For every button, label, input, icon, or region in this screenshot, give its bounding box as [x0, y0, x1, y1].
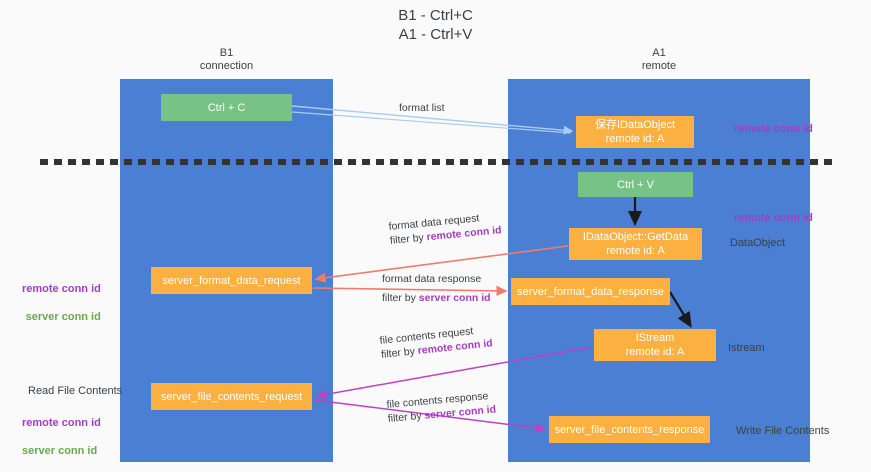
node-server-format-data-request[interactable]: server_format_data_request [151, 267, 312, 294]
node-istream[interactable]: IStream remote id: A [594, 329, 716, 361]
annotation-istream: Istream [728, 342, 765, 354]
edge-label-file-contents-request: file contents request filter by remote c… [379, 322, 493, 362]
filter-prefix: filter by [382, 292, 419, 304]
annotation-left-conn-ids-bottom: remote conn id server conn id [22, 402, 101, 472]
filter-prefix: filter by [389, 231, 428, 247]
annotation-server-conn-id: server conn id [25, 311, 101, 323]
annotation-remote-conn-id: remote conn id [22, 283, 101, 295]
annotation-remote-conn-id: remote conn id [22, 417, 101, 429]
edge-label-format-data-response: format data response filter by server co… [382, 272, 491, 305]
phase-divider [40, 159, 836, 165]
lane-header-a1: A1 remote [641, 47, 677, 72]
page-title: B1 - Ctrl+C A1 - Ctrl+V [398, 7, 473, 43]
annotation-remote-conn-id-top: remote conn id [734, 123, 813, 135]
annotation-read-file-contents: Read File Contents [28, 385, 123, 397]
node-ctrl-c[interactable]: Ctrl + C [161, 94, 292, 121]
filter-key: server conn id [418, 292, 491, 304]
node-server-file-contents-request[interactable]: server_file_contents_request [151, 383, 312, 410]
edge-label-line1: format data response [382, 273, 482, 285]
annotation-remote-conn-id-mid: remote conn id [734, 212, 813, 224]
filter-prefix: filter by [380, 345, 419, 361]
node-idataobject-getdata[interactable]: IDataObject::GetData remote id: A [569, 228, 702, 260]
annotation-write-file-contents: Write File Contents [736, 425, 830, 437]
filter-prefix: filter by [387, 409, 425, 425]
edge-label-file-contents-response: file contents response filter by server … [386, 389, 497, 426]
annotation-left-conn-ids-mid: remote conn id server conn id [22, 268, 101, 338]
node-ctrl-v[interactable]: Ctrl + V [578, 172, 693, 197]
annotation-dataobject: DataObject [730, 237, 786, 249]
lane-header-b1: B1 connection [199, 47, 254, 72]
annotation-server-conn-id: server conn id [22, 445, 98, 457]
node-server-file-contents-response[interactable]: server_file_contents_response [549, 416, 710, 443]
node-server-format-data-response[interactable]: server_format_data_response [511, 278, 670, 305]
edge-label-line2: filter by server conn id [382, 291, 491, 305]
edge-label-format-data-request: format data request filter by remote con… [388, 209, 502, 248]
node-save-idataobject[interactable]: 保存IDataObject remote id: A [576, 116, 694, 148]
edge-label-format-list: format list [399, 102, 445, 114]
